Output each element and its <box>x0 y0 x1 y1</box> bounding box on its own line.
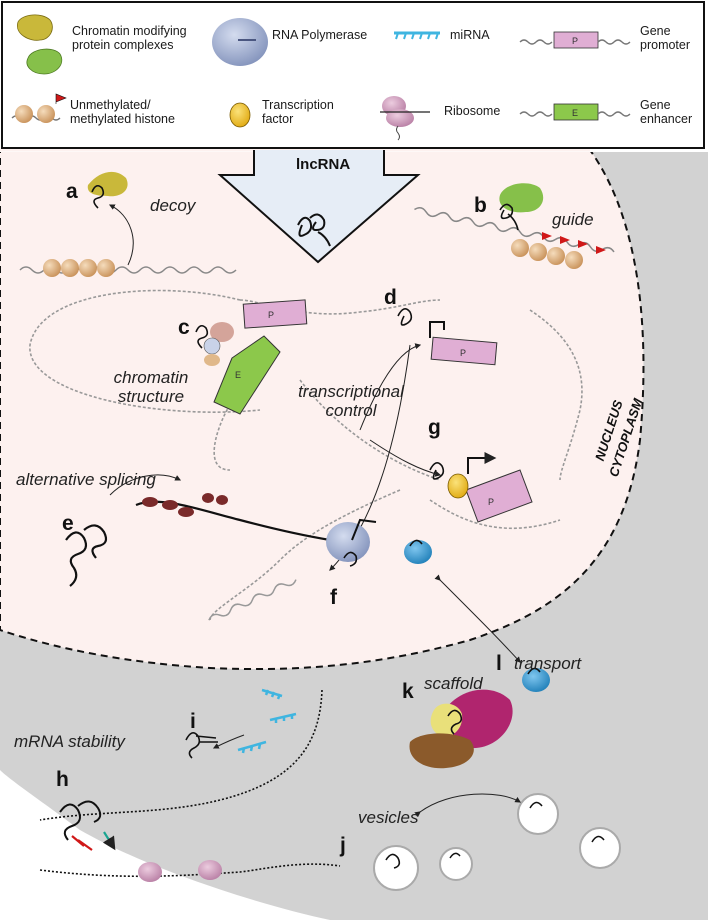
label-transcriptional-control: transcriptional control <box>298 382 404 420</box>
legend-box <box>1 1 705 149</box>
label-scaffold: scaffold <box>424 674 483 693</box>
legend-histone-label: Unmethylated/ methylated histone <box>70 98 175 126</box>
letter-j: j <box>340 834 346 857</box>
lncrna-molecule-icon <box>297 213 331 247</box>
letter-i: i <box>190 710 196 733</box>
legend-chromatin-label: Chromatin modifying protein complexes <box>72 24 187 52</box>
letter-d: d <box>384 286 397 309</box>
rna-polymerase-icon <box>212 18 268 66</box>
guide-chromatin <box>414 183 615 269</box>
letter-h: h <box>56 768 69 791</box>
svg-text:P: P <box>488 497 494 507</box>
mrna-h-group <box>39 800 341 882</box>
letter-g: g <box>428 416 441 439</box>
legend-ribosome-label: Ribosome <box>444 104 501 118</box>
letter-l: l <box>496 652 502 675</box>
label-decoy: decoy <box>150 196 196 215</box>
legend-polymerase-label: RNA Polymerase <box>272 28 368 42</box>
splicing-rna <box>65 474 331 587</box>
ribosome-icon <box>380 96 430 141</box>
transcription-factor-icon <box>229 102 251 128</box>
promoter-box-d: P <box>397 308 498 366</box>
svg-text:P: P <box>572 36 578 46</box>
letter-c: c <box>178 316 190 339</box>
label-alternative-splicing: alternative splicing <box>16 470 156 489</box>
legend-mirna-label: miRNA <box>450 28 490 42</box>
chromatin-complex-icon <box>16 14 63 75</box>
label-vesicles: vesicles <box>358 808 419 827</box>
label-guide: guide <box>552 210 594 229</box>
decoy-chromatin <box>19 171 237 277</box>
svg-text:E: E <box>235 370 241 380</box>
scaffold-complex <box>409 689 513 769</box>
histone-icon <box>11 93 67 123</box>
letter-e: e <box>62 512 74 535</box>
lncrna-arrow <box>217 150 421 264</box>
promoter-box-g: P <box>429 452 533 523</box>
mrna-stability-group <box>39 688 323 821</box>
label-transport: transport <box>514 654 582 673</box>
gene-promoter-icon: P <box>519 31 631 49</box>
lncrna-title: lncRNA <box>296 156 351 173</box>
svg-text:P: P <box>268 310 274 320</box>
label-chromatin-structure: chromatin structure <box>113 368 189 406</box>
transport-complex <box>404 539 550 692</box>
chromatin-complex-c <box>195 322 234 366</box>
legend-promoter-label: Gene promoter <box>640 24 691 52</box>
legend-enhancer-label: Gene enhancer <box>640 98 693 126</box>
rna-polymerase-f <box>208 518 377 621</box>
promoter-box-c: P <box>242 299 308 329</box>
svg-text:E: E <box>572 108 578 118</box>
enhancer-box-c: E <box>213 335 281 415</box>
label-mrna-stability: mRNA stability <box>14 732 125 751</box>
letter-a: a <box>66 180 78 203</box>
letter-k: k <box>402 680 414 703</box>
letter-b: b <box>474 194 487 217</box>
svg-text:P: P <box>460 348 466 358</box>
mirna-icon <box>394 31 440 40</box>
gene-enhancer-icon: E <box>519 103 631 121</box>
vesicles-group <box>373 793 621 891</box>
legend-tf-label: Transcription factor <box>262 98 334 126</box>
letter-f: f <box>330 586 337 609</box>
